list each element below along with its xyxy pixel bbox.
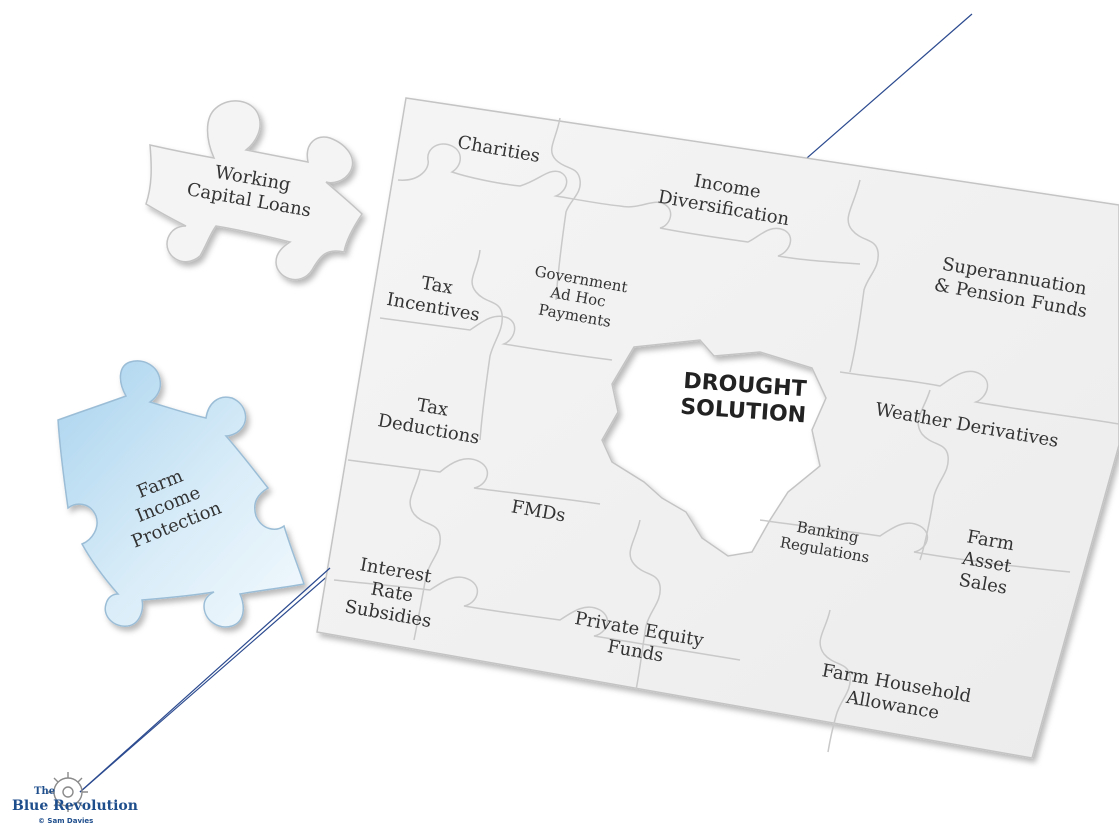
seam-v2 <box>471 249 503 441</box>
puzzle-board <box>316 97 1119 759</box>
seam-h7 <box>333 576 741 661</box>
seam-h5 <box>347 458 601 505</box>
puzzle-seams <box>333 117 1119 753</box>
logo-the-text: The <box>34 786 56 797</box>
seam-h3 <box>379 315 613 361</box>
seam-v4 <box>917 389 949 561</box>
seam-h6 <box>759 519 1071 573</box>
gear-icon <box>48 772 88 812</box>
seam-v3 <box>847 179 879 373</box>
seam-h2 <box>619 201 861 265</box>
seam-v5 <box>629 519 661 691</box>
seam-v7 <box>409 469 441 641</box>
center-label: DROUGHT SOLUTION <box>662 367 825 431</box>
connector-line <box>79 567 331 793</box>
blue-revolution-logo: The Blue Revolution © Sam Davies <box>10 762 150 836</box>
puzzle-piece-working-capital-loans <box>145 100 363 281</box>
logo-name-text: Blue Revolution <box>12 798 138 814</box>
seam-v6 <box>819 609 851 753</box>
seam-h1 <box>397 143 621 207</box>
seam-h4 <box>839 370 1119 425</box>
seam-v1 <box>551 117 581 301</box>
puzzle-piece-farm-income-protection <box>57 360 305 628</box>
logo-copyright-text: © Sam Davies <box>38 817 94 825</box>
